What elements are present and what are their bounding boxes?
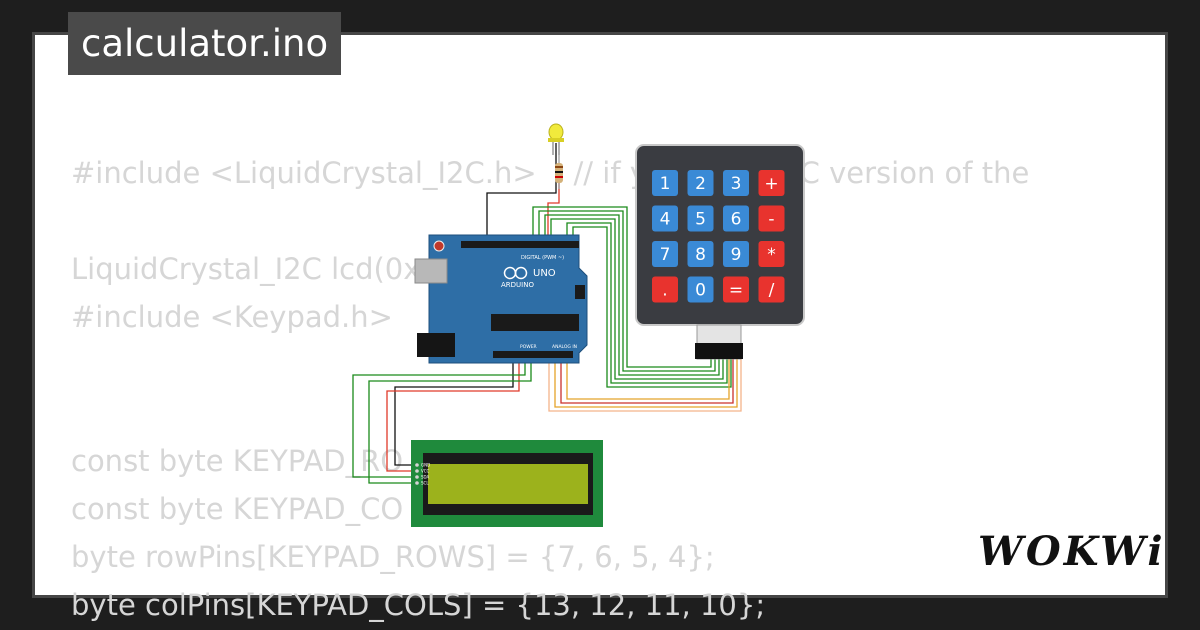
- keypad-key[interactable]: [687, 170, 714, 196]
- lcd-sda-wire: [352, 359, 526, 478]
- digital-label: DIGITAL (PWM ~): [521, 255, 564, 261]
- file-title: calculator.ino: [68, 12, 342, 75]
- arduino-brand: ARDUINO: [501, 281, 534, 289]
- keypad-key[interactable]: [723, 170, 749, 196]
- keypad-wire-5: [566, 222, 728, 384]
- reset-button: [433, 240, 445, 252]
- analog-label: ANALOG IN: [552, 344, 577, 350]
- code-line-5: const byte KEYPAD_CO: [71, 492, 404, 526]
- keypad-wire-6: [572, 226, 732, 388]
- keypad-wire-1: [532, 206, 712, 368]
- lcd-pin: [415, 481, 419, 485]
- code-line-3: #include <Keypad.h>: [71, 300, 393, 334]
- resistor-icon: [555, 155, 563, 189]
- lcd-pin-label: SDA: [421, 475, 430, 480]
- keypad-key[interactable]: [723, 241, 749, 267]
- arduino-board: DIGITAL (PWM ~) ARDUINO UNO POWER ANALOG…: [414, 234, 588, 364]
- circuit-diagram: DIGITAL (PWM ~) ARDUINO UNO POWER ANALOG…: [352, 123, 805, 527]
- keypad-key-label: =: [729, 281, 743, 301]
- keypad-key-label: 8: [695, 245, 706, 265]
- keypad-wire-3: [544, 214, 720, 376]
- keypad-key[interactable]: [687, 241, 714, 267]
- keypad-key-label: 3: [731, 174, 742, 194]
- keypad-key-label: .: [662, 281, 667, 301]
- power-jack: [417, 333, 455, 357]
- keypad-key-label: *: [767, 245, 776, 265]
- led-icon: [548, 123, 564, 155]
- keypad-key[interactable]: [652, 276, 678, 303]
- lcd-pin: [415, 463, 419, 467]
- keypad-key-label: 1: [660, 174, 671, 194]
- keypad-wire-7: [548, 355, 742, 412]
- code-line-4: const byte KEYPAD_RO: [71, 444, 404, 478]
- keypad-wire-8: [554, 355, 738, 408]
- keypad-wire-2: [538, 210, 716, 372]
- analog-header: [493, 351, 573, 358]
- lcd-pin-label: VCC: [421, 469, 430, 474]
- resistor-wire: [547, 183, 560, 241]
- code-line-7: byte colPins[KEYPAD_COLS] = {13, 12, 11,…: [71, 588, 766, 622]
- keypad-key-label: 7: [660, 245, 671, 265]
- lcd-pin: [415, 475, 419, 479]
- keypad-key-label: -: [768, 210, 774, 230]
- keypad-key-label: 9: [731, 245, 742, 265]
- keypad: 1 2 3 +4 5 6 - 7 8 9 *. 0 = /: [635, 144, 805, 360]
- usb-port: [414, 258, 448, 284]
- keypad-key[interactable]: [652, 170, 678, 196]
- keypad-key[interactable]: [652, 205, 678, 232]
- keypad-key[interactable]: [758, 241, 785, 267]
- power-label: POWER: [520, 344, 537, 350]
- lcd-gnd-wire: [394, 359, 514, 466]
- arduino-model: UNO: [533, 268, 556, 279]
- keypad-key[interactable]: [758, 276, 785, 303]
- keypad-wire-9: [560, 355, 734, 404]
- keypad-key[interactable]: [758, 170, 785, 196]
- keypad-key[interactable]: [723, 276, 749, 303]
- keypad-key-label: /: [769, 281, 775, 301]
- lcd-scl-wire: [368, 359, 532, 484]
- preview-card: #include <LiquidCrystal_I2C.h> // if you…: [32, 32, 1168, 622]
- lcd-vcc-wire: [386, 359, 520, 472]
- keypad-key[interactable]: [723, 205, 749, 232]
- keypad-key[interactable]: [652, 241, 678, 267]
- code-line-6: byte rowPins[KEYPAD_ROWS] = {7, 6, 5, 4}…: [71, 540, 715, 574]
- keypad-key[interactable]: [687, 276, 714, 303]
- keypad-key-label: 5: [695, 210, 706, 230]
- keypad-key[interactable]: [687, 205, 714, 232]
- keypad-key-label: +: [764, 174, 778, 194]
- keypad-key[interactable]: [758, 205, 785, 232]
- keypad-key-label: 0: [695, 281, 706, 301]
- keypad-wire-4: [550, 218, 724, 380]
- keypad-key-label: 6: [731, 210, 742, 230]
- code-line-2: LiquidCrystal_I2C lcd(0x: [71, 252, 421, 286]
- lcd-pin: [415, 469, 419, 473]
- digital-header: [461, 241, 579, 248]
- atmega-chip: [491, 314, 579, 331]
- keypad-key-label: 2: [695, 174, 706, 194]
- keypad-key-label: 4: [660, 210, 671, 230]
- keypad-wire-10: [566, 355, 730, 400]
- lcd-pin-label: GND: [421, 463, 430, 468]
- lcd-pin-label: SCL: [421, 481, 429, 486]
- wokwi-logo: WOKWi: [978, 528, 1166, 575]
